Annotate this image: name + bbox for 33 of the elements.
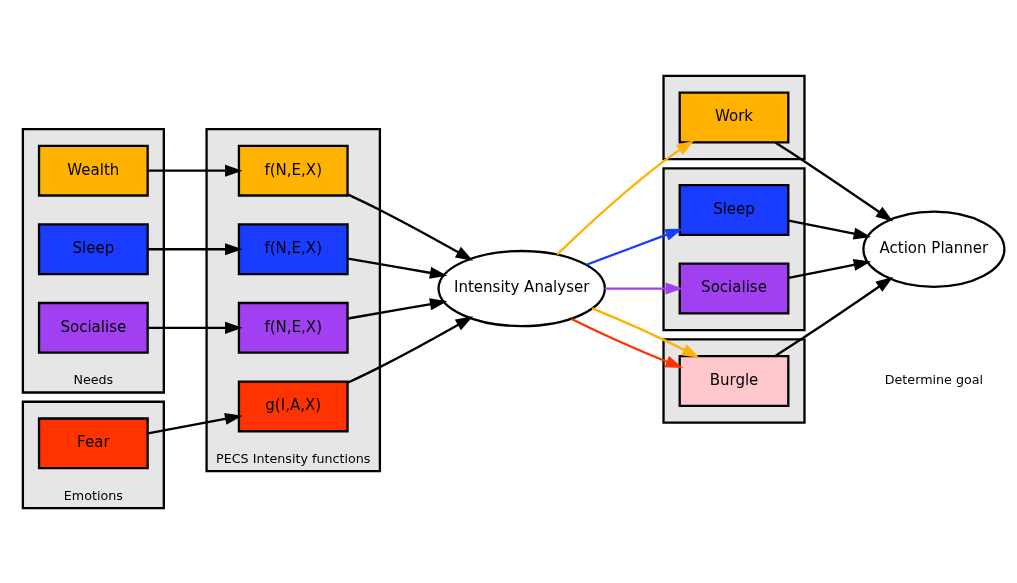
node-box: Fear	[37, 416, 149, 469]
arrow	[346, 192, 473, 261]
arrow	[774, 276, 893, 357]
arrow	[585, 228, 683, 266]
node-box: Wealth	[37, 144, 149, 197]
arrow	[604, 281, 683, 295]
node-box: Burgle	[678, 354, 789, 407]
node-box: Sleep	[37, 222, 149, 275]
label: Determine goal	[884, 371, 983, 387]
arrow	[347, 297, 447, 320]
arrow	[147, 321, 242, 334]
node-box: Work	[678, 91, 789, 144]
arrow	[347, 256, 447, 279]
node-box: Socialise	[37, 301, 149, 354]
node-box: Sleep	[678, 183, 789, 236]
node-box: Socialise	[678, 262, 789, 315]
arrow	[555, 139, 694, 255]
node-box: f(N,E,X)	[237, 144, 349, 197]
arrow	[147, 242, 242, 255]
node-ellipse: Action Planner	[861, 210, 1006, 288]
arrow	[787, 258, 871, 279]
node-box: f(N,E,X)	[237, 301, 349, 354]
arrow	[346, 315, 473, 384]
node-ellipse: Intensity Analyser	[436, 249, 606, 327]
arrow	[591, 306, 699, 358]
cluster	[661, 74, 806, 160]
node-box: g(I,A,X)	[237, 379, 349, 432]
arrow	[147, 412, 242, 434]
arrow	[570, 317, 683, 368]
arrow	[147, 164, 242, 177]
node-box: f(N,E,X)	[237, 222, 349, 275]
arrow	[787, 218, 871, 240]
arrow	[774, 141, 893, 222]
